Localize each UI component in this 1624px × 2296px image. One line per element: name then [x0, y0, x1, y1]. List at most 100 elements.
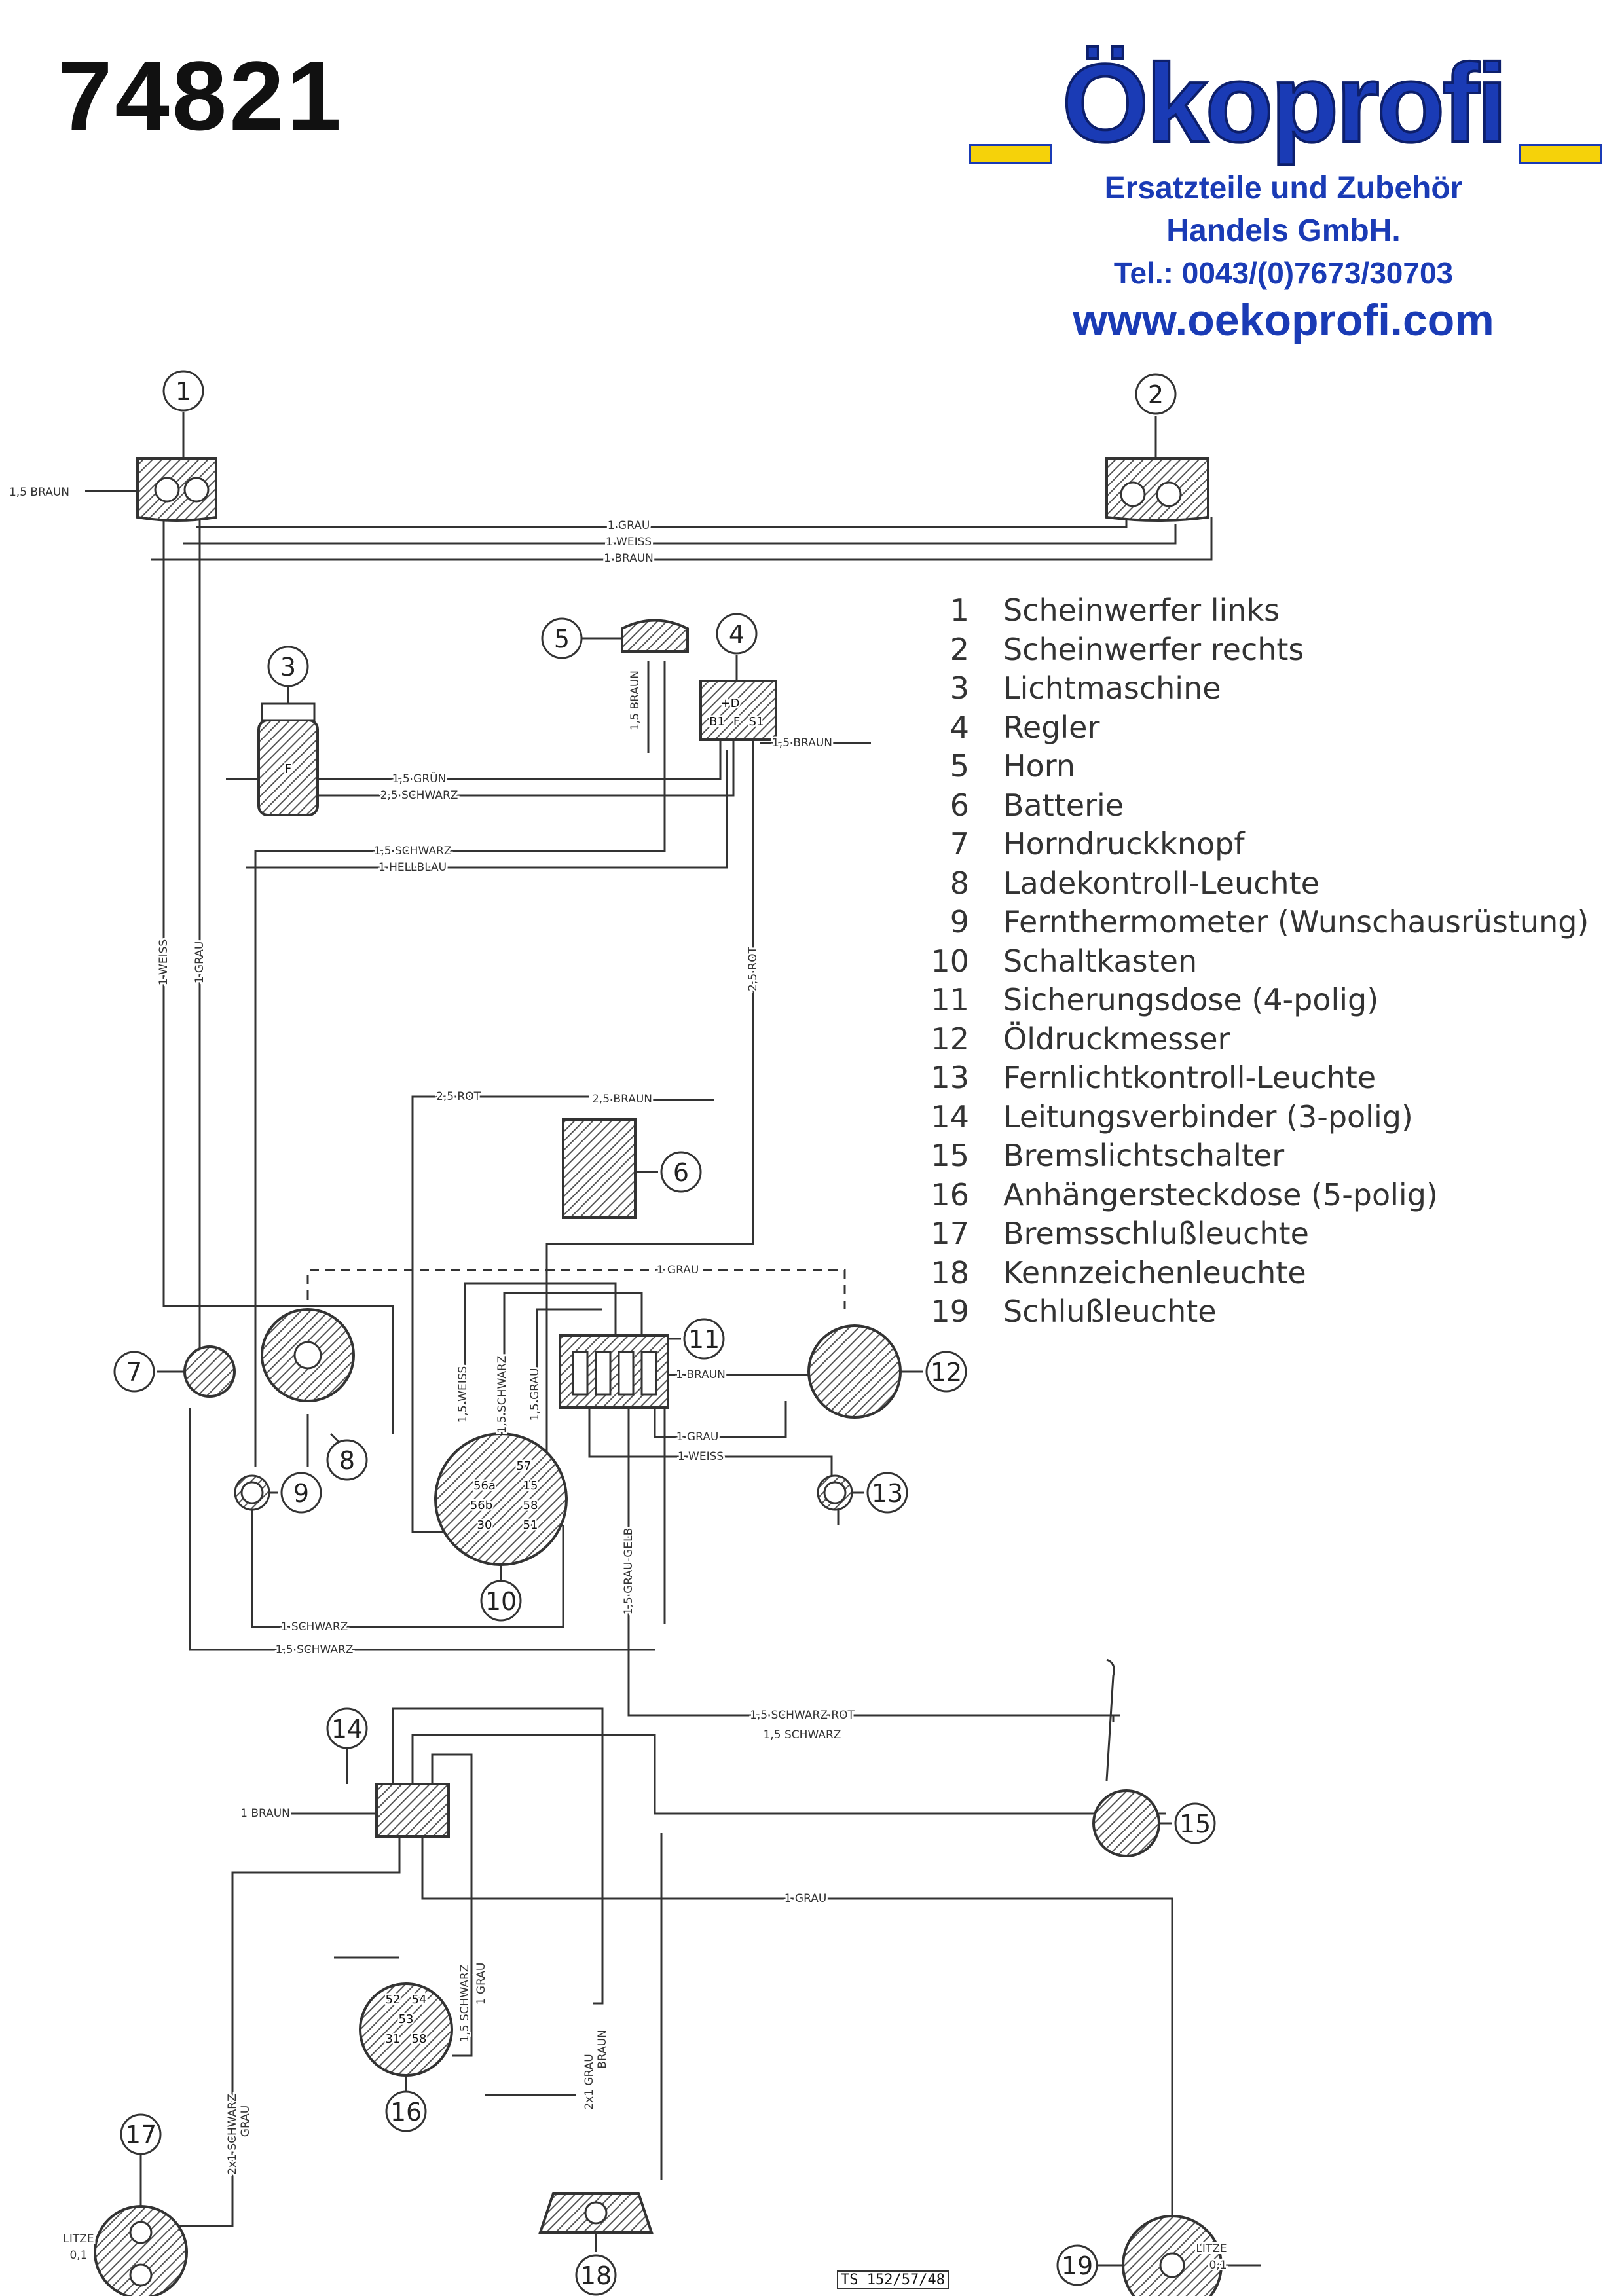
terminal-label: F	[285, 762, 291, 776]
callout-number: 17	[125, 2121, 157, 2149]
callout-circle	[280, 1472, 322, 1514]
legend-number: 12	[931, 1021, 969, 1057]
legend-item: 15 Bremslichtschalter	[930, 1138, 1624, 1177]
legend-text: Batterie	[1003, 787, 1124, 823]
callout-number: 6	[673, 1158, 689, 1187]
wire-label: 1 GRAU	[193, 941, 206, 984]
wire-14-c	[431, 1753, 473, 2057]
legend-number: 14	[931, 1099, 969, 1135]
terminal-label: 52	[386, 1993, 401, 2007]
wire-label: 2,5 ROT	[747, 946, 760, 991]
wire-label: 1,5 BRAUN	[629, 670, 642, 731]
terminal-label: B1	[709, 715, 725, 729]
wire-label: 2,5 SCHWARZ	[380, 789, 458, 802]
callout-circle	[925, 1351, 967, 1393]
callout-number: 1	[175, 377, 191, 406]
callout-number: 15	[1179, 1810, 1211, 1838]
wire-green	[308, 740, 722, 780]
legend-text: Fernlichtkontroll-Leuchte	[1003, 1060, 1376, 1095]
wire-label: LITZE	[1196, 2242, 1227, 2255]
logo-arrow-left	[969, 144, 1052, 164]
document-code: TS 152/57/48	[837, 2270, 949, 2289]
wire-label: 1,5 GRAU-GELB	[622, 1528, 635, 1615]
wire-label: 1,5 SCHWARZ ROT	[750, 1709, 855, 1722]
wire-greyyellow	[627, 1408, 1120, 1717]
wire-label: 1 WEISS	[157, 939, 170, 985]
legend-text: Horndruckknopf	[1003, 826, 1245, 862]
legend-number: 13	[931, 1060, 969, 1095]
line-connector	[375, 1783, 450, 1838]
wire-black-8	[251, 1506, 564, 1628]
legend-text: Kennzeichenleuchte	[1003, 1254, 1306, 1290]
terminal-label: +D	[721, 697, 740, 710]
terminal-label: 58	[412, 2032, 427, 2046]
terminal-label: F	[733, 715, 740, 729]
regulator	[699, 680, 777, 741]
legend-text: Leitungsverbinder (3-polig)	[1003, 1099, 1413, 1135]
callout-circle	[326, 1707, 368, 1749]
terminal-label: 54	[412, 1993, 427, 2007]
wire-label: LITZE	[63, 2232, 94, 2246]
charge-lamp	[234, 1474, 270, 1511]
headlamp-left	[136, 457, 217, 522]
callout-number: 9	[293, 1479, 309, 1508]
callout-number: 11	[688, 1325, 720, 1354]
callout-circle	[1056, 2244, 1098, 2286]
legend-number: 10	[931, 943, 969, 979]
wire-switch-2	[503, 1292, 643, 1421]
wire-14-d	[157, 1833, 401, 2227]
wire-label: 1 BRAUN	[604, 552, 654, 565]
wire-brown-top	[151, 517, 1213, 561]
wire-label: 1 GRAU	[608, 519, 650, 532]
wire-brake-lever	[1105, 1658, 1115, 1781]
brake-tail-lamp	[94, 2205, 188, 2296]
wire-label: 1 WEISS	[678, 1450, 724, 1463]
wire-14-a	[392, 1707, 604, 2005]
callout-circle	[480, 1580, 522, 1622]
callout-circle	[683, 1318, 725, 1360]
wire-label: 1 WEISS	[606, 536, 652, 549]
legend-item: 13 Fernlichtkontroll-Leuchte	[930, 1060, 1624, 1099]
wire-red-battery	[411, 1095, 589, 1533]
legend-number: 15	[931, 1138, 969, 1173]
legend-number: 6	[950, 787, 969, 823]
wire-label: 1,5 BRAUN	[772, 737, 832, 750]
legend-text: Fernthermometer (Wunschausrüstung)	[1003, 904, 1589, 939]
logo-line2: Handels GmbH.	[1166, 213, 1401, 248]
wire-label: 2x1 GRAU	[583, 2054, 596, 2109]
company-logo: Ökoprofi Ersatzteile und Zubehör Handels…	[969, 39, 1602, 354]
wire-label: 1,5 SCHWARZ	[496, 1356, 509, 1434]
legend-number: 17	[931, 1216, 969, 1251]
wire-black-gen	[308, 740, 735, 797]
legend-text: Schlußleuchte	[1003, 1294, 1217, 1329]
legend-number: 4	[950, 709, 969, 745]
wire-grey-top	[196, 511, 1128, 528]
brake-switch	[1092, 1789, 1160, 1857]
terminal-label: 51	[523, 1518, 538, 1532]
wire-red-reg	[545, 740, 754, 1519]
wire-grey-12	[654, 1401, 787, 1438]
wire-label: 1,5 SCHWARZ	[458, 1965, 471, 2043]
logo-line1: Ersatzteile und Zubehör	[1104, 171, 1463, 206]
wire-label: 1,5 GRAU	[528, 1368, 542, 1421]
highbeam-lamp	[817, 1474, 853, 1511]
legend-text: Bremslichtschalter	[1003, 1138, 1285, 1173]
callout-number: 12	[931, 1358, 962, 1387]
legend-number: 5	[950, 748, 969, 784]
wire-label: 1,5 WEISS	[456, 1366, 470, 1423]
headlamp-right	[1105, 457, 1209, 522]
legend-text: Scheinwerfer links	[1003, 592, 1280, 628]
wire-label: 1 GRAU	[676, 1430, 719, 1444]
generator	[257, 702, 319, 816]
